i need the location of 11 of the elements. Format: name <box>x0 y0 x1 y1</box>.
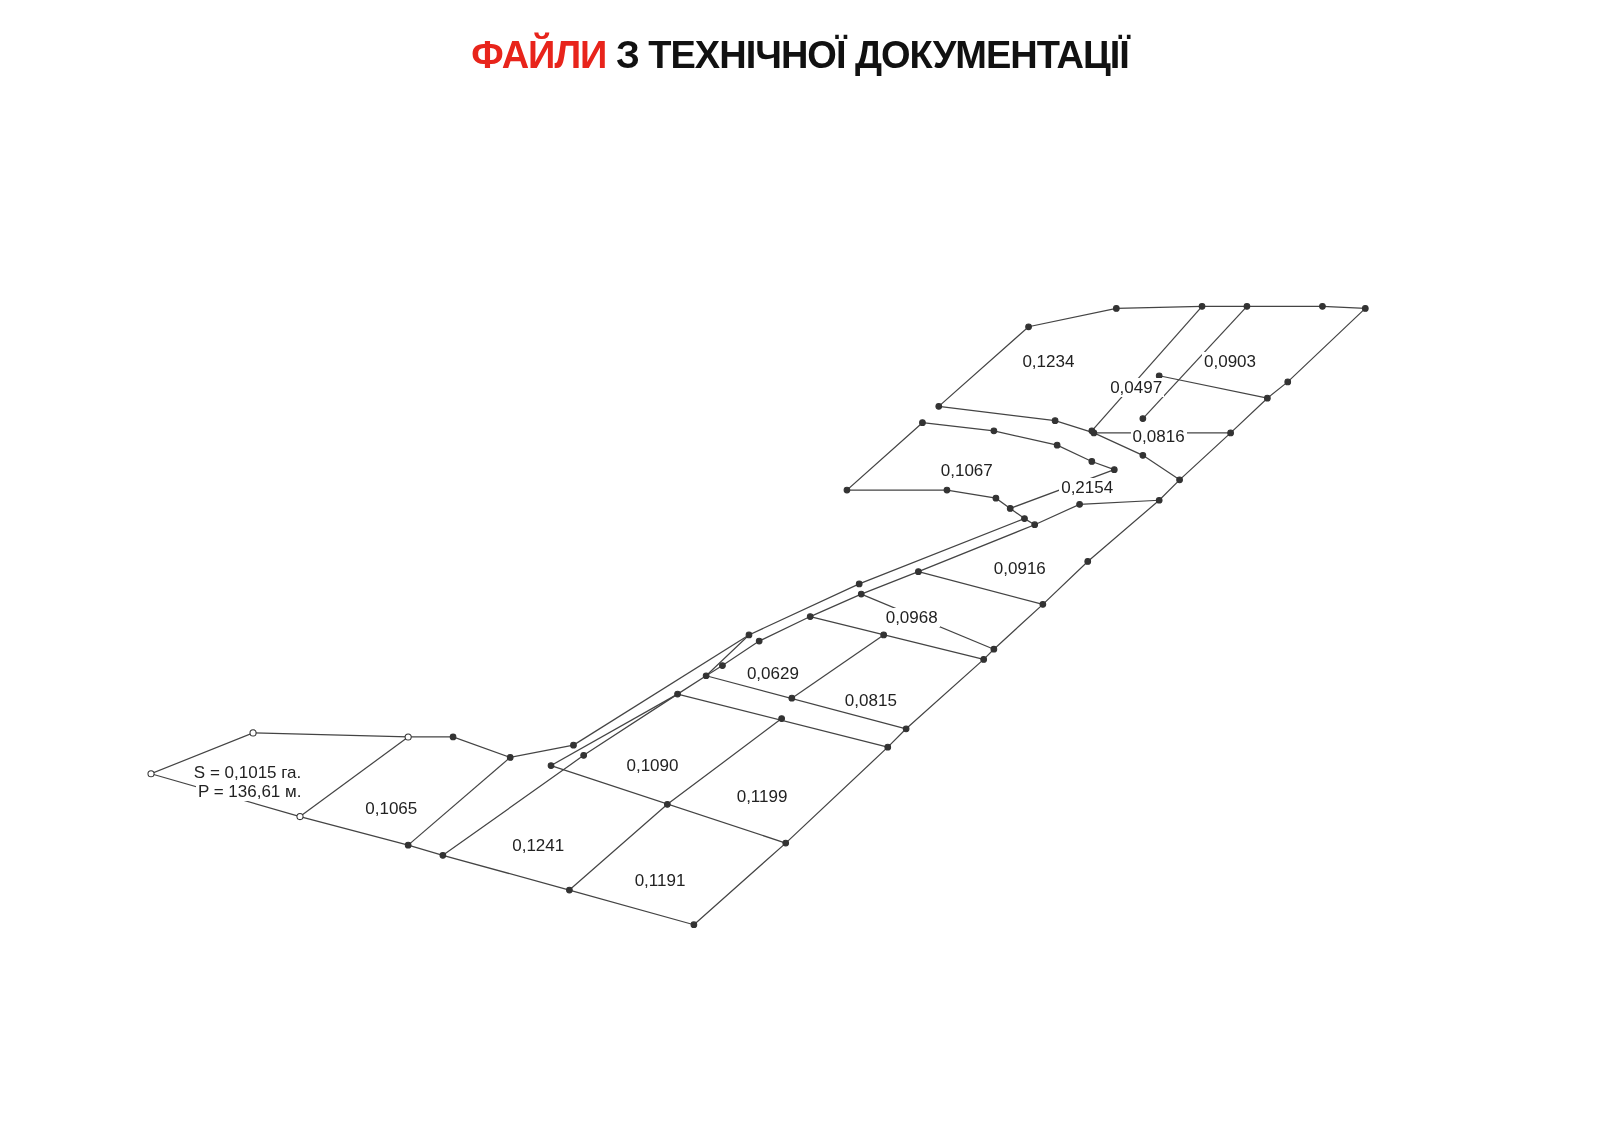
parcel-area-label: 0,1234 <box>1020 352 1077 372</box>
parcel-area-label: 0,1191 <box>632 871 688 891</box>
parcel-area-label: 0,0497 <box>1108 377 1165 397</box>
parcel-area-label: 0,1090 <box>624 756 681 776</box>
parcel-area-label: 0,0903 <box>1202 352 1259 372</box>
parcel-area-label: 0,2154 <box>1059 477 1116 497</box>
parcel-area-label: 0,0916 <box>991 559 1048 579</box>
page-title: ФАЙЛИ З ТЕХНІЧНОЇ ДОКУМЕНТАЦІЇ <box>470 34 1132 77</box>
parcel-area-label: 0,0629 <box>744 664 801 684</box>
parcel-area-label: 0,0968 <box>883 608 940 628</box>
parcel-area-label: 0,1067 <box>938 461 995 481</box>
